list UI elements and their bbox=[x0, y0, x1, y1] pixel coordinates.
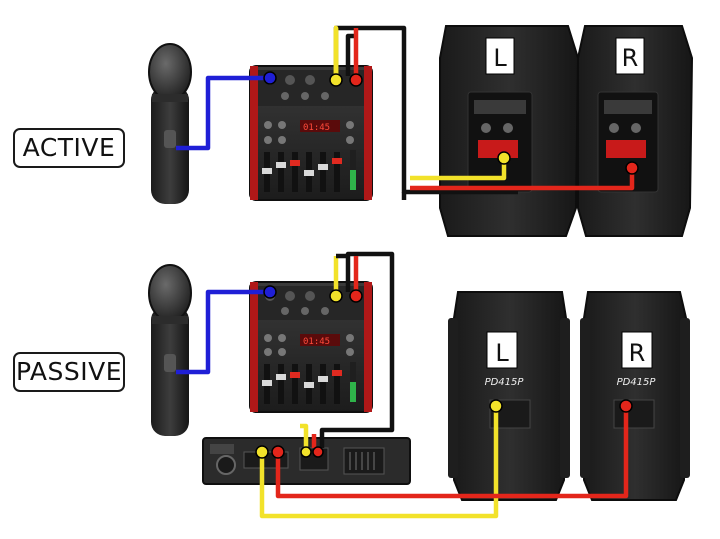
active-speaker-right-label: R bbox=[622, 44, 639, 72]
active-speaker-left bbox=[439, 25, 580, 237]
passive-label: PASSIVE bbox=[13, 352, 125, 392]
passive-speaker-left bbox=[448, 291, 570, 501]
passive-speaker-left-model: PD415P bbox=[485, 377, 525, 388]
active-cables bbox=[176, 25, 635, 200]
passive-speaker-left-label: L bbox=[495, 339, 509, 367]
active-speaker-right bbox=[577, 25, 694, 237]
passive-speaker-right-model: PD415P bbox=[617, 377, 657, 388]
microphone-active bbox=[148, 43, 192, 204]
passive-speaker-right-label: R bbox=[629, 339, 646, 367]
microphone-passive bbox=[148, 264, 192, 436]
svg-text:01:45: 01:45 bbox=[303, 123, 330, 133]
passive-cables bbox=[176, 251, 629, 519]
active-speaker-left-label: L bbox=[493, 44, 507, 72]
power-amplifier bbox=[202, 437, 411, 485]
svg-text:01:45: 01:45 bbox=[303, 337, 330, 347]
active-label: ACTIVE bbox=[13, 128, 125, 168]
passive-speaker-right bbox=[580, 291, 690, 501]
mixer-passive: 01:45 bbox=[249, 281, 373, 413]
